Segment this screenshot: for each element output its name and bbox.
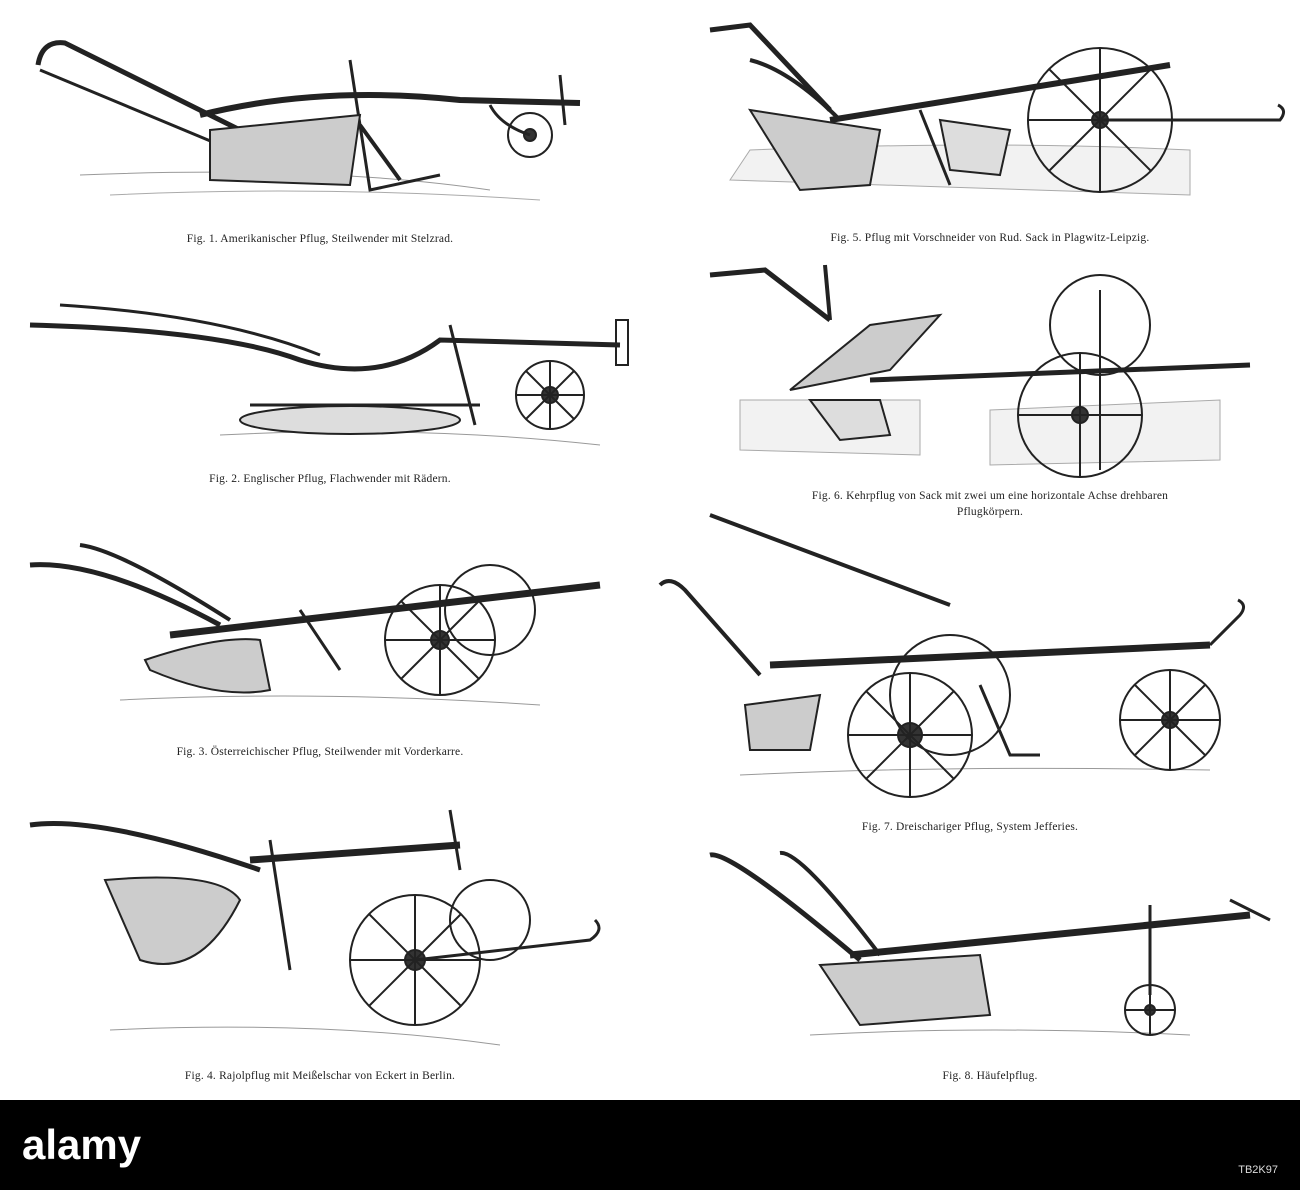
figure-8-caption: Fig. 8. Häufelpflug. xyxy=(942,1070,1038,1082)
figure-3: Fig. 3. Österreichischer Pflug, Steilwen… xyxy=(20,540,620,770)
figure-6-caption-line-2: Pflugkörpern. xyxy=(956,506,1024,518)
figure-2: Fig. 2. Englischer Pflug, Flachwender mi… xyxy=(20,285,640,495)
figure-4: Fig. 4. Rajolpflug mit Meißelschar von E… xyxy=(20,800,620,1090)
figure-6-caption-line-1: Fig. 6. Kehrpflug von Sack mit zwei um e… xyxy=(811,490,1169,502)
svg-text:alamy: alamy xyxy=(22,1121,142,1168)
plough-illustration-8 xyxy=(709,850,1271,1036)
figure-3-caption: Fig. 3. Österreichischer Pflug, Steilwen… xyxy=(176,746,464,758)
figure-2-caption: Fig. 2. Englischer Pflug, Flachwender mi… xyxy=(209,473,451,485)
figure-1: Fig. 1. Amerikanischer Pflug, Steilwende… xyxy=(20,15,620,255)
figure-5-caption: Fig. 5. Pflug mit Vorschneider von Rud. … xyxy=(830,232,1150,244)
figure-8: Fig. 8. Häufelpflug. xyxy=(690,845,1290,1090)
plough-illustration-5 xyxy=(709,22,1285,196)
plough-illustration-3 xyxy=(29,543,601,706)
plough-illustration-7 xyxy=(658,513,1245,798)
figure-7-caption: Fig. 7. Dreischariger Pflug, System Jeff… xyxy=(861,821,1079,833)
figure-5: Fig. 5. Pflug mit Vorschneider von Rud. … xyxy=(690,10,1290,250)
plough-illustration-1 xyxy=(35,40,581,201)
figure-7: Fig. 7. Dreischariger Pflug, System Jeff… xyxy=(650,505,1290,835)
plough-illustration-4 xyxy=(29,809,601,1046)
figure-4-caption: Fig. 4. Rajolpflug mit Meißelschar von E… xyxy=(184,1070,456,1082)
figure-1-caption: Fig. 1. Amerikanischer Pflug, Steilwende… xyxy=(186,233,454,245)
engraving-plate: Fig. 1. Amerikanischer Pflug, Steilwende… xyxy=(20,10,1290,1090)
plough-illustration-6 xyxy=(709,264,1251,478)
plough-illustration-2 xyxy=(29,303,629,446)
watermark-bar: alamy TB2K97 xyxy=(0,1100,1300,1190)
image-id: TB2K97 xyxy=(1238,1164,1278,1176)
figure-6: Fig. 6. Kehrpflug von Sack mit zwei um e… xyxy=(690,260,1290,530)
alamy-logo: alamy xyxy=(22,1121,142,1168)
